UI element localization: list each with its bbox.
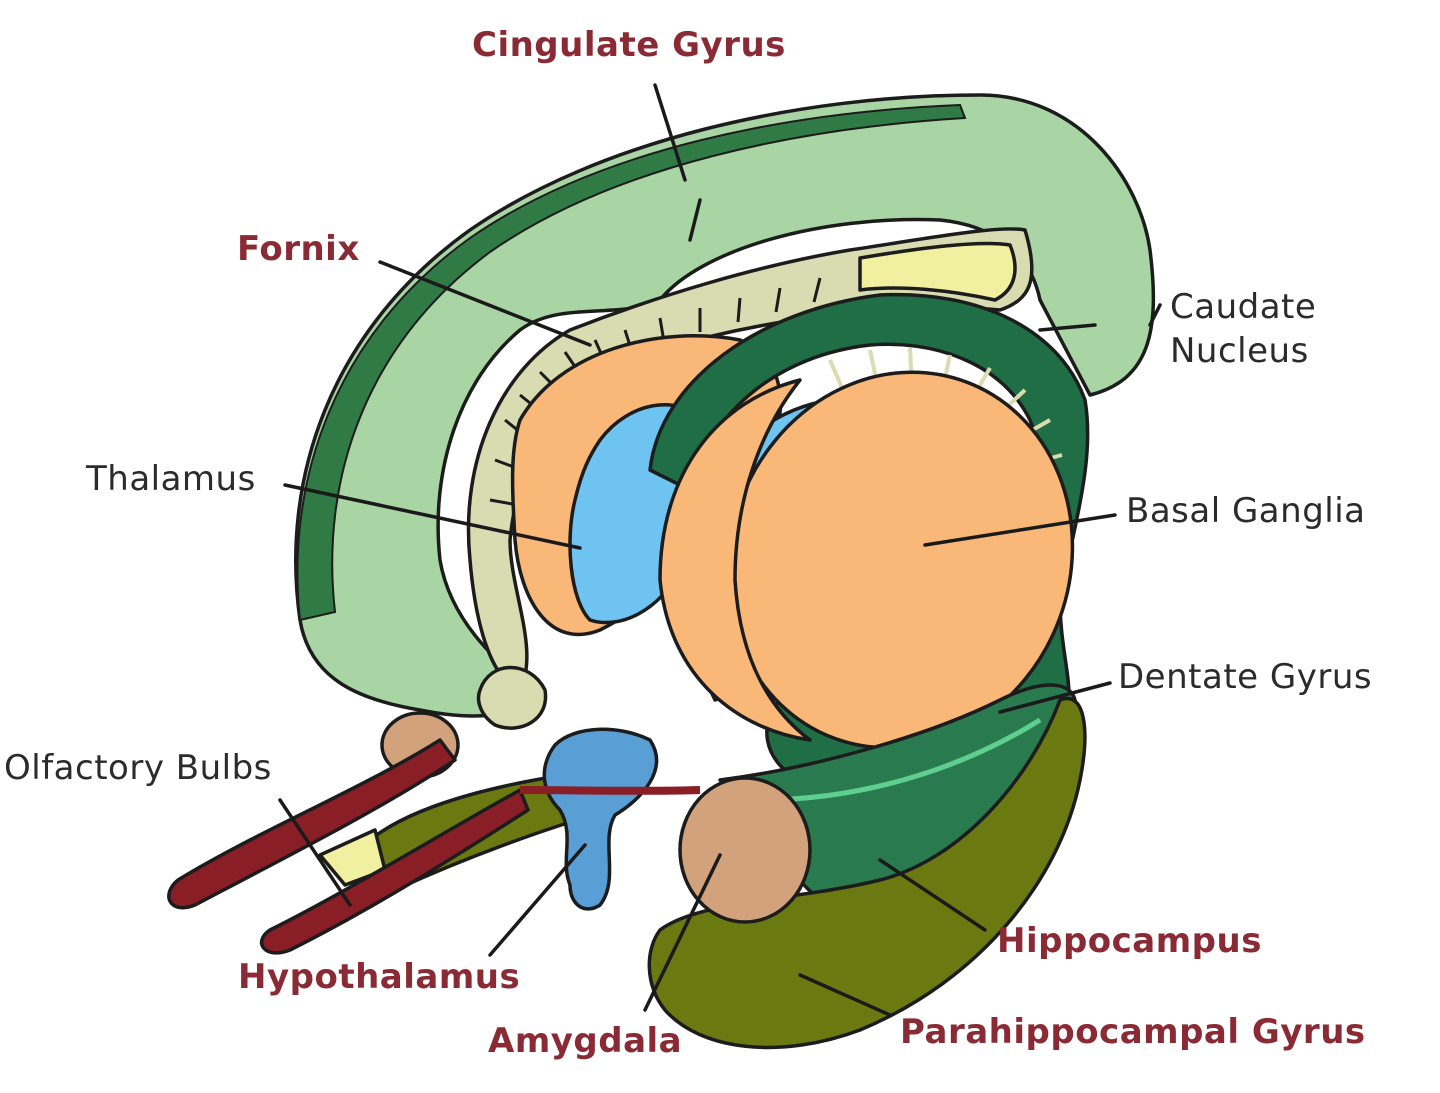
leader-amygdala <box>643 853 722 1012</box>
label-cingulate-gyrus: Cingulate Gyrus <box>472 25 786 65</box>
leader-hypothalamus <box>488 843 587 957</box>
leader-thalamus <box>283 483 582 550</box>
leader-fornix <box>378 260 592 347</box>
label-dentate-gyrus: Dentate Gyrus <box>1118 657 1372 697</box>
leader-parahippocampal <box>798 973 892 1017</box>
parahippocampal-gyrus-shape <box>647 696 1087 1050</box>
label-thalamus: Thalamus <box>85 459 256 499</box>
fornix-shape <box>466 227 1034 692</box>
leader-cingulate <box>653 83 702 242</box>
label-caudate-line2: Nucleus <box>1170 331 1309 371</box>
cingulate-band <box>296 103 967 622</box>
leader-dentate <box>998 681 1112 714</box>
label-hippocampus: Hippocampus <box>997 921 1262 961</box>
yellow-region <box>858 241 1017 302</box>
amygdala-shape <box>678 776 812 924</box>
label-hypothalamus: Hypothalamus <box>238 957 520 997</box>
leader-olfactory <box>278 798 352 907</box>
label-fornix: Fornix <box>237 229 360 269</box>
olfactory-bulb-upper <box>167 738 457 910</box>
leader-hippocampus <box>878 858 987 932</box>
leader-basal-ganglia <box>923 513 1117 547</box>
fornix-tip <box>476 665 548 730</box>
label-amygdala: Amygdala <box>488 1021 682 1061</box>
hippocampus-stripe <box>759 717 1042 803</box>
leader-caudate <box>1038 303 1162 332</box>
leader-lines <box>278 83 1162 1017</box>
label-parahippocampal-gyrus: Parahippocampal Gyrus <box>900 1012 1366 1052</box>
olfactory-tract-right <box>519 786 701 795</box>
hypothalamus-shape <box>542 727 659 911</box>
label-basal-ganglia: Basal Ganglia <box>1126 491 1366 531</box>
label-olfactory-bulbs: Olfactory Bulbs <box>4 748 272 788</box>
olfactory-bulb-lower <box>259 788 530 955</box>
basal-ganglia-rim <box>658 378 812 742</box>
label-caudate-line1: Caudate <box>1170 287 1316 327</box>
